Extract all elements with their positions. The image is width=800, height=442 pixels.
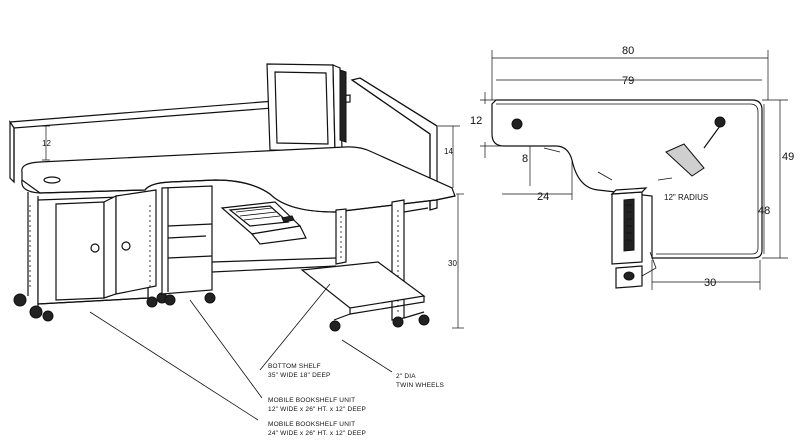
- plan-view: 80 79 12 8 24 12" RADIUS 49: [470, 45, 794, 290]
- return-depth-dim: 8: [522, 153, 528, 165]
- mobile-bookshelf: [161, 185, 216, 306]
- overall-depth-dim: 49: [782, 151, 794, 163]
- dim-79: 79: [496, 75, 762, 87]
- plan-computer-tower: [610, 187, 648, 289]
- keyboard-tray: [220, 201, 307, 245]
- panel-height-dim: 12: [42, 139, 51, 148]
- bottom-shelf-label-2: 35" WIDE 18" DEEP: [268, 372, 331, 379]
- bottom-shelf-label-1: BOTTOM SHELF: [268, 363, 321, 370]
- dim-24: 24: [502, 160, 573, 203]
- dim-30: 30: [651, 260, 761, 290]
- top-width-dim: 79: [622, 75, 634, 87]
- bottom-shelf: [300, 261, 426, 321]
- dim-12: 12: [470, 92, 504, 158]
- plan-desk-items: [511, 116, 726, 277]
- perspective-view: 12 14 30 BOTTOM SHELF 35" WIDE 18" DEEP …: [8, 63, 464, 437]
- dim-80: 80: [491, 45, 769, 100]
- bookshelf-24-label-1: MOBILE BOOKSHELF UNIT: [268, 421, 355, 428]
- dim-48: 48: [758, 104, 770, 254]
- back-privacy-panel: [8, 94, 351, 184]
- desk-height-dim: 30: [448, 259, 457, 268]
- wheels-label-1: 2" DIA: [396, 373, 416, 380]
- callout-leaders: [89, 283, 393, 421]
- left-cabinet: [27, 189, 157, 310]
- side-depth-dim: 48: [758, 205, 770, 217]
- return-width-dim: 24: [537, 191, 549, 203]
- bottom-width-dim: 30: [704, 277, 716, 289]
- left-casters: [13, 292, 168, 322]
- wheels-label-2: TWIN WHEELS: [396, 382, 445, 389]
- dim-8: 8: [522, 146, 531, 186]
- dim-radius: 12" RADIUS: [657, 177, 708, 202]
- bookshelf-12-label-2: 12" WIDE x 26" HT. x 12" DEEP: [268, 406, 366, 413]
- bookshelf-12-label-1: MOBILE BOOKSHELF UNIT: [268, 397, 355, 404]
- radius-dim: 12" RADIUS: [664, 193, 708, 202]
- desk-top: [21, 146, 456, 213]
- perspective-dimensions: 12 14 30: [42, 125, 464, 329]
- panel-depth-dim: 12: [470, 115, 482, 127]
- dim-49: 49: [762, 99, 794, 259]
- bookshelf-24-label-2: 24" WIDE x 26" HT. x 12" DEEP: [268, 430, 366, 437]
- right-casters: [329, 314, 430, 332]
- panel-side-dim: 14: [444, 147, 453, 156]
- overall-width-dim: 80: [622, 45, 634, 57]
